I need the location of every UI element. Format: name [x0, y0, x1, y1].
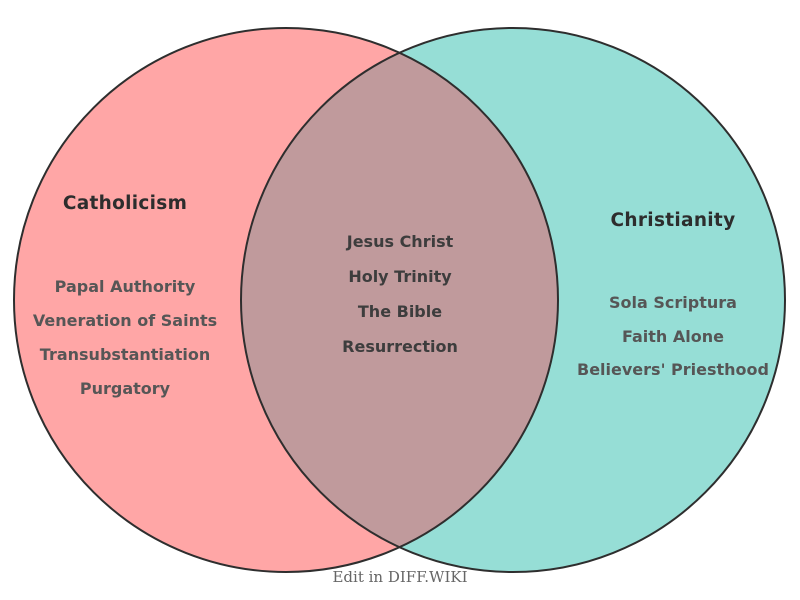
left-set-item: Transubstantiation [39, 345, 211, 364]
right-set-items: Sola Scriptura Faith Alone Believers' Pr… [523, 286, 800, 387]
left-circle-outline [13, 27, 559, 573]
left-set-title: Catholicism [62, 193, 188, 214]
right-set-title: Christianity [610, 210, 736, 231]
left-set-items: Papal Authority Veneration of Saints Tra… [0, 270, 265, 406]
overlap-region-fill [240, 52, 559, 548]
overlap-set-items: Jesus Christ Holy Trinity The Bible Resu… [250, 224, 550, 364]
right-set-item: Faith Alone [622, 326, 724, 346]
left-set-item: Papal Authority [54, 277, 196, 296]
overlap-set-item: Jesus Christ [346, 232, 454, 251]
overlap-set-item: Resurrection [342, 337, 458, 356]
right-set-item: Believers' Priesthood [577, 360, 769, 379]
right-circle-outline [240, 27, 786, 573]
right-set-item: Sola Scriptura [609, 293, 737, 312]
edit-in-diffwiki-link[interactable]: Edit in DIFF.WIKI [332, 568, 468, 586]
left-set-item: Veneration of Saints [32, 311, 218, 330]
overlap-set-item: Holy Trinity [348, 267, 452, 286]
left-set-item: Purgatory [79, 379, 171, 398]
overlap-set-item: The Bible [357, 302, 443, 321]
